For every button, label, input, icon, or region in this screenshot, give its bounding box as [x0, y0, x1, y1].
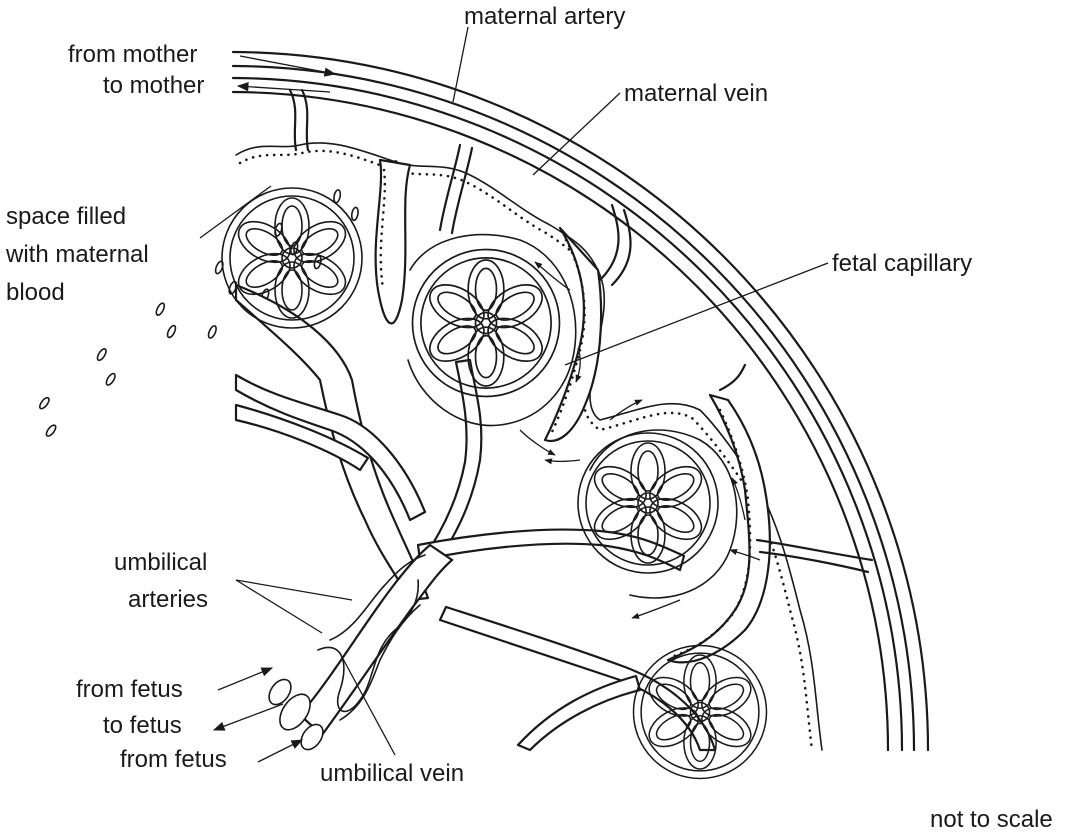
from-fetus-label-2: from fetus [120, 746, 227, 773]
villus-left [222, 188, 362, 328]
not-to-scale-label: not to scale [930, 806, 1053, 832]
maternal-artery-label: maternal artery [464, 3, 625, 30]
blood-cell [351, 207, 359, 221]
to-fetus-arrow [214, 704, 283, 730]
from-fetus-arrow-1 [218, 668, 272, 690]
blood-cell [38, 396, 51, 410]
umbilical-arteries-label-line2: arteries [128, 586, 208, 613]
space-filled-label-line2: with maternal [5, 241, 149, 268]
blood-cell [207, 325, 218, 339]
maternal-vein-label: maternal vein [624, 80, 768, 107]
to-mother-arrow [238, 86, 330, 92]
space-filled-label-line1: space filled [6, 203, 126, 230]
umbilical-cord [265, 545, 452, 754]
from-mother-label: from mother [68, 41, 197, 68]
fetal-capillary-label: fetal capillary [832, 250, 972, 277]
villus-bottom [634, 646, 767, 779]
to-fetus-label: to fetus [103, 712, 182, 739]
to-mother-label: to mother [103, 72, 204, 99]
blood-cell [166, 324, 177, 338]
blood-cell [105, 372, 117, 386]
umbilical-vein-label: umbilical vein [320, 760, 464, 787]
septa [376, 160, 770, 662]
umbilical-arteries-label-line1: umbilical [114, 549, 207, 576]
villus-center [413, 250, 560, 397]
blood-cell [45, 424, 58, 438]
labels: maternal artery maternal vein from mothe… [5, 3, 1053, 832]
blood-cell [155, 302, 166, 316]
blood-cell [96, 347, 108, 361]
space-filled-label-line3: blood [6, 279, 65, 306]
from-fetus-arrow-2 [258, 740, 302, 762]
from-fetus-label-1: from fetus [76, 676, 183, 703]
